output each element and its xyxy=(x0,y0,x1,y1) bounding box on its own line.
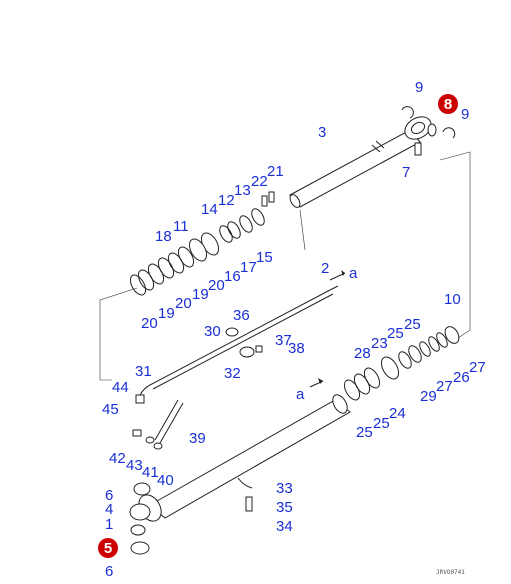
label-34: 34 xyxy=(276,518,293,535)
label-36: 36 xyxy=(233,307,250,324)
grease-fitting-7 xyxy=(414,142,422,156)
label-9-right: 9 xyxy=(461,106,469,123)
label-25-a: 25 xyxy=(387,325,404,342)
bushing-8 xyxy=(427,123,437,137)
rod-eye xyxy=(404,116,432,140)
snap-ring-6-bottom xyxy=(130,541,150,555)
label-32: 32 xyxy=(224,365,241,382)
cylinder-head-seals xyxy=(343,326,460,401)
label-21: 21 xyxy=(267,163,284,180)
label-6-top: 6 xyxy=(105,487,113,504)
svg-text:5: 5 xyxy=(104,540,112,557)
label-a-lower: a xyxy=(296,386,305,403)
label-11: 11 xyxy=(173,218,189,235)
pipe-33 xyxy=(237,477,253,512)
label-25-b: 25 xyxy=(404,316,421,333)
fittings-40-43 xyxy=(132,429,163,450)
label-17: 17 xyxy=(240,259,257,276)
label-19-a: 19 xyxy=(192,286,209,303)
badge-5: 5 xyxy=(98,538,118,558)
label-28: 28 xyxy=(354,345,371,362)
label-25-c: 25 xyxy=(373,415,390,432)
arrow-a-lower xyxy=(309,378,324,388)
label-45: 45 xyxy=(102,401,119,418)
label-41: 41 xyxy=(142,464,159,481)
label-31: 31 xyxy=(135,363,152,380)
label-39: 39 xyxy=(189,430,206,447)
label-1: 1 xyxy=(105,516,113,533)
label-38: 38 xyxy=(288,340,305,357)
label-20-b: 20 xyxy=(175,295,192,312)
label-3: 3 xyxy=(318,124,326,141)
label-42: 42 xyxy=(109,450,126,467)
label-27-a: 27 xyxy=(469,359,486,376)
snap-ring-6-top xyxy=(133,482,151,496)
cylinder-tube xyxy=(138,394,351,522)
snap-ring-9-top xyxy=(401,106,414,119)
drawing-code: JRVO0741 xyxy=(436,569,465,576)
label-14: 14 xyxy=(201,201,218,218)
piston-assembly-upper xyxy=(129,191,275,296)
label-37: 37 xyxy=(275,332,292,349)
svg-text:8: 8 xyxy=(444,96,452,113)
label-16: 16 xyxy=(224,268,241,285)
label-10: 10 xyxy=(444,291,461,308)
label-30: 30 xyxy=(204,323,221,340)
elbow-fitting xyxy=(135,384,151,404)
label-19-b: 19 xyxy=(158,305,175,322)
label-9-top: 9 xyxy=(415,79,423,96)
clamp-32 xyxy=(239,345,263,358)
label-6-bottom: 6 xyxy=(105,563,113,580)
label-23: 23 xyxy=(371,335,388,352)
label-18: 18 xyxy=(155,228,172,245)
cylinder-base-eye xyxy=(129,503,151,536)
clamp-36 xyxy=(225,327,239,337)
label-13: 13 xyxy=(234,182,251,199)
piston-rod xyxy=(289,129,421,208)
leader-lines xyxy=(99,151,471,381)
label-22: 22 xyxy=(251,173,268,190)
label-44: 44 xyxy=(112,379,129,396)
label-35: 35 xyxy=(276,499,293,516)
label-4: 4 xyxy=(105,501,113,518)
label-25-d: 25 xyxy=(356,424,373,441)
arrow-a-upper xyxy=(329,270,346,281)
label-24: 24 xyxy=(389,405,406,422)
label-12: 12 xyxy=(218,192,235,209)
label-7: 7 xyxy=(402,164,410,181)
label-40: 40 xyxy=(157,472,174,489)
hose-39 xyxy=(154,399,184,444)
badge-8: 8 xyxy=(438,94,458,114)
snap-ring-9-right xyxy=(442,127,456,139)
label-29: 29 xyxy=(420,388,437,405)
label-27-b: 27 xyxy=(436,378,453,395)
pipe-2 xyxy=(149,285,339,390)
label-20-c: 20 xyxy=(141,315,158,332)
label-15: 15 xyxy=(256,249,273,266)
label-26: 26 xyxy=(453,369,470,386)
label-43: 43 xyxy=(126,457,143,474)
label-2: 2 xyxy=(321,260,329,277)
label-33: 33 xyxy=(276,480,293,497)
label-20-a: 20 xyxy=(208,277,225,294)
label-a-upper: a xyxy=(349,265,358,282)
